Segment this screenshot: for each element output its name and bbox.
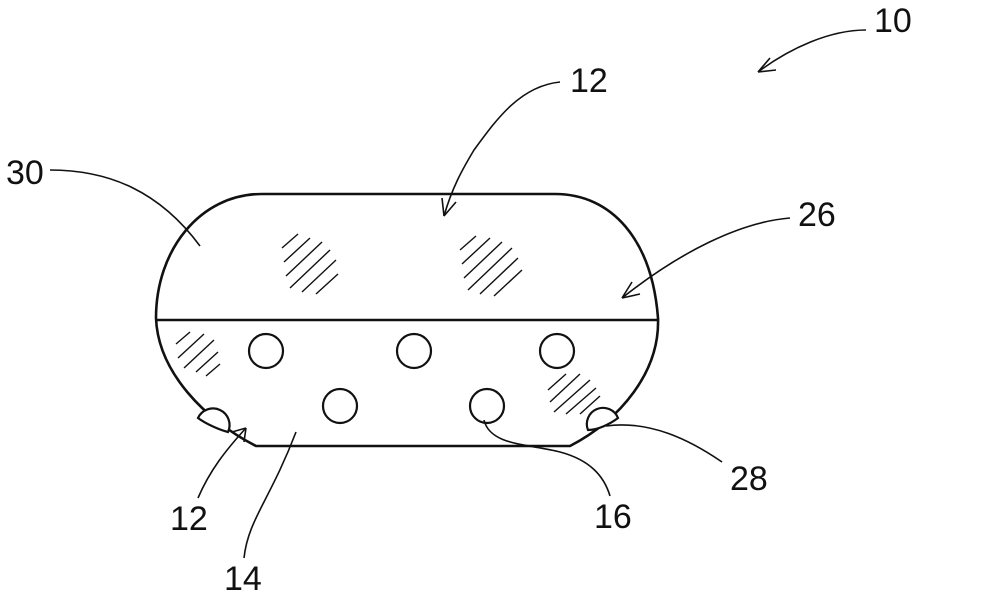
edge-particle-right bbox=[587, 408, 618, 430]
leader-10 bbox=[758, 30, 866, 72]
label-26: 26 bbox=[798, 196, 836, 234]
leader-14 bbox=[244, 432, 296, 558]
label-12-lower: 12 bbox=[170, 500, 208, 538]
label-30: 30 bbox=[6, 154, 44, 192]
particle bbox=[249, 334, 283, 368]
label-28: 28 bbox=[730, 460, 768, 498]
leader-28 bbox=[606, 425, 722, 462]
label-14: 14 bbox=[224, 560, 262, 598]
particles bbox=[249, 334, 574, 423]
leader-16 bbox=[484, 420, 610, 496]
edge-particle-left bbox=[198, 408, 230, 432]
leader-12-lower bbox=[198, 428, 246, 498]
particle bbox=[397, 334, 431, 368]
lower-hatching bbox=[176, 332, 600, 414]
leader-30 bbox=[50, 170, 200, 246]
leader-12-upper bbox=[444, 82, 560, 216]
label-16: 16 bbox=[594, 498, 632, 536]
leader-26 bbox=[622, 218, 790, 298]
label-12-upper: 12 bbox=[570, 62, 608, 100]
particle bbox=[323, 389, 357, 423]
upper-hatching bbox=[282, 234, 522, 296]
label-10: 10 bbox=[874, 2, 912, 40]
particle bbox=[470, 389, 504, 423]
particle bbox=[540, 334, 574, 368]
